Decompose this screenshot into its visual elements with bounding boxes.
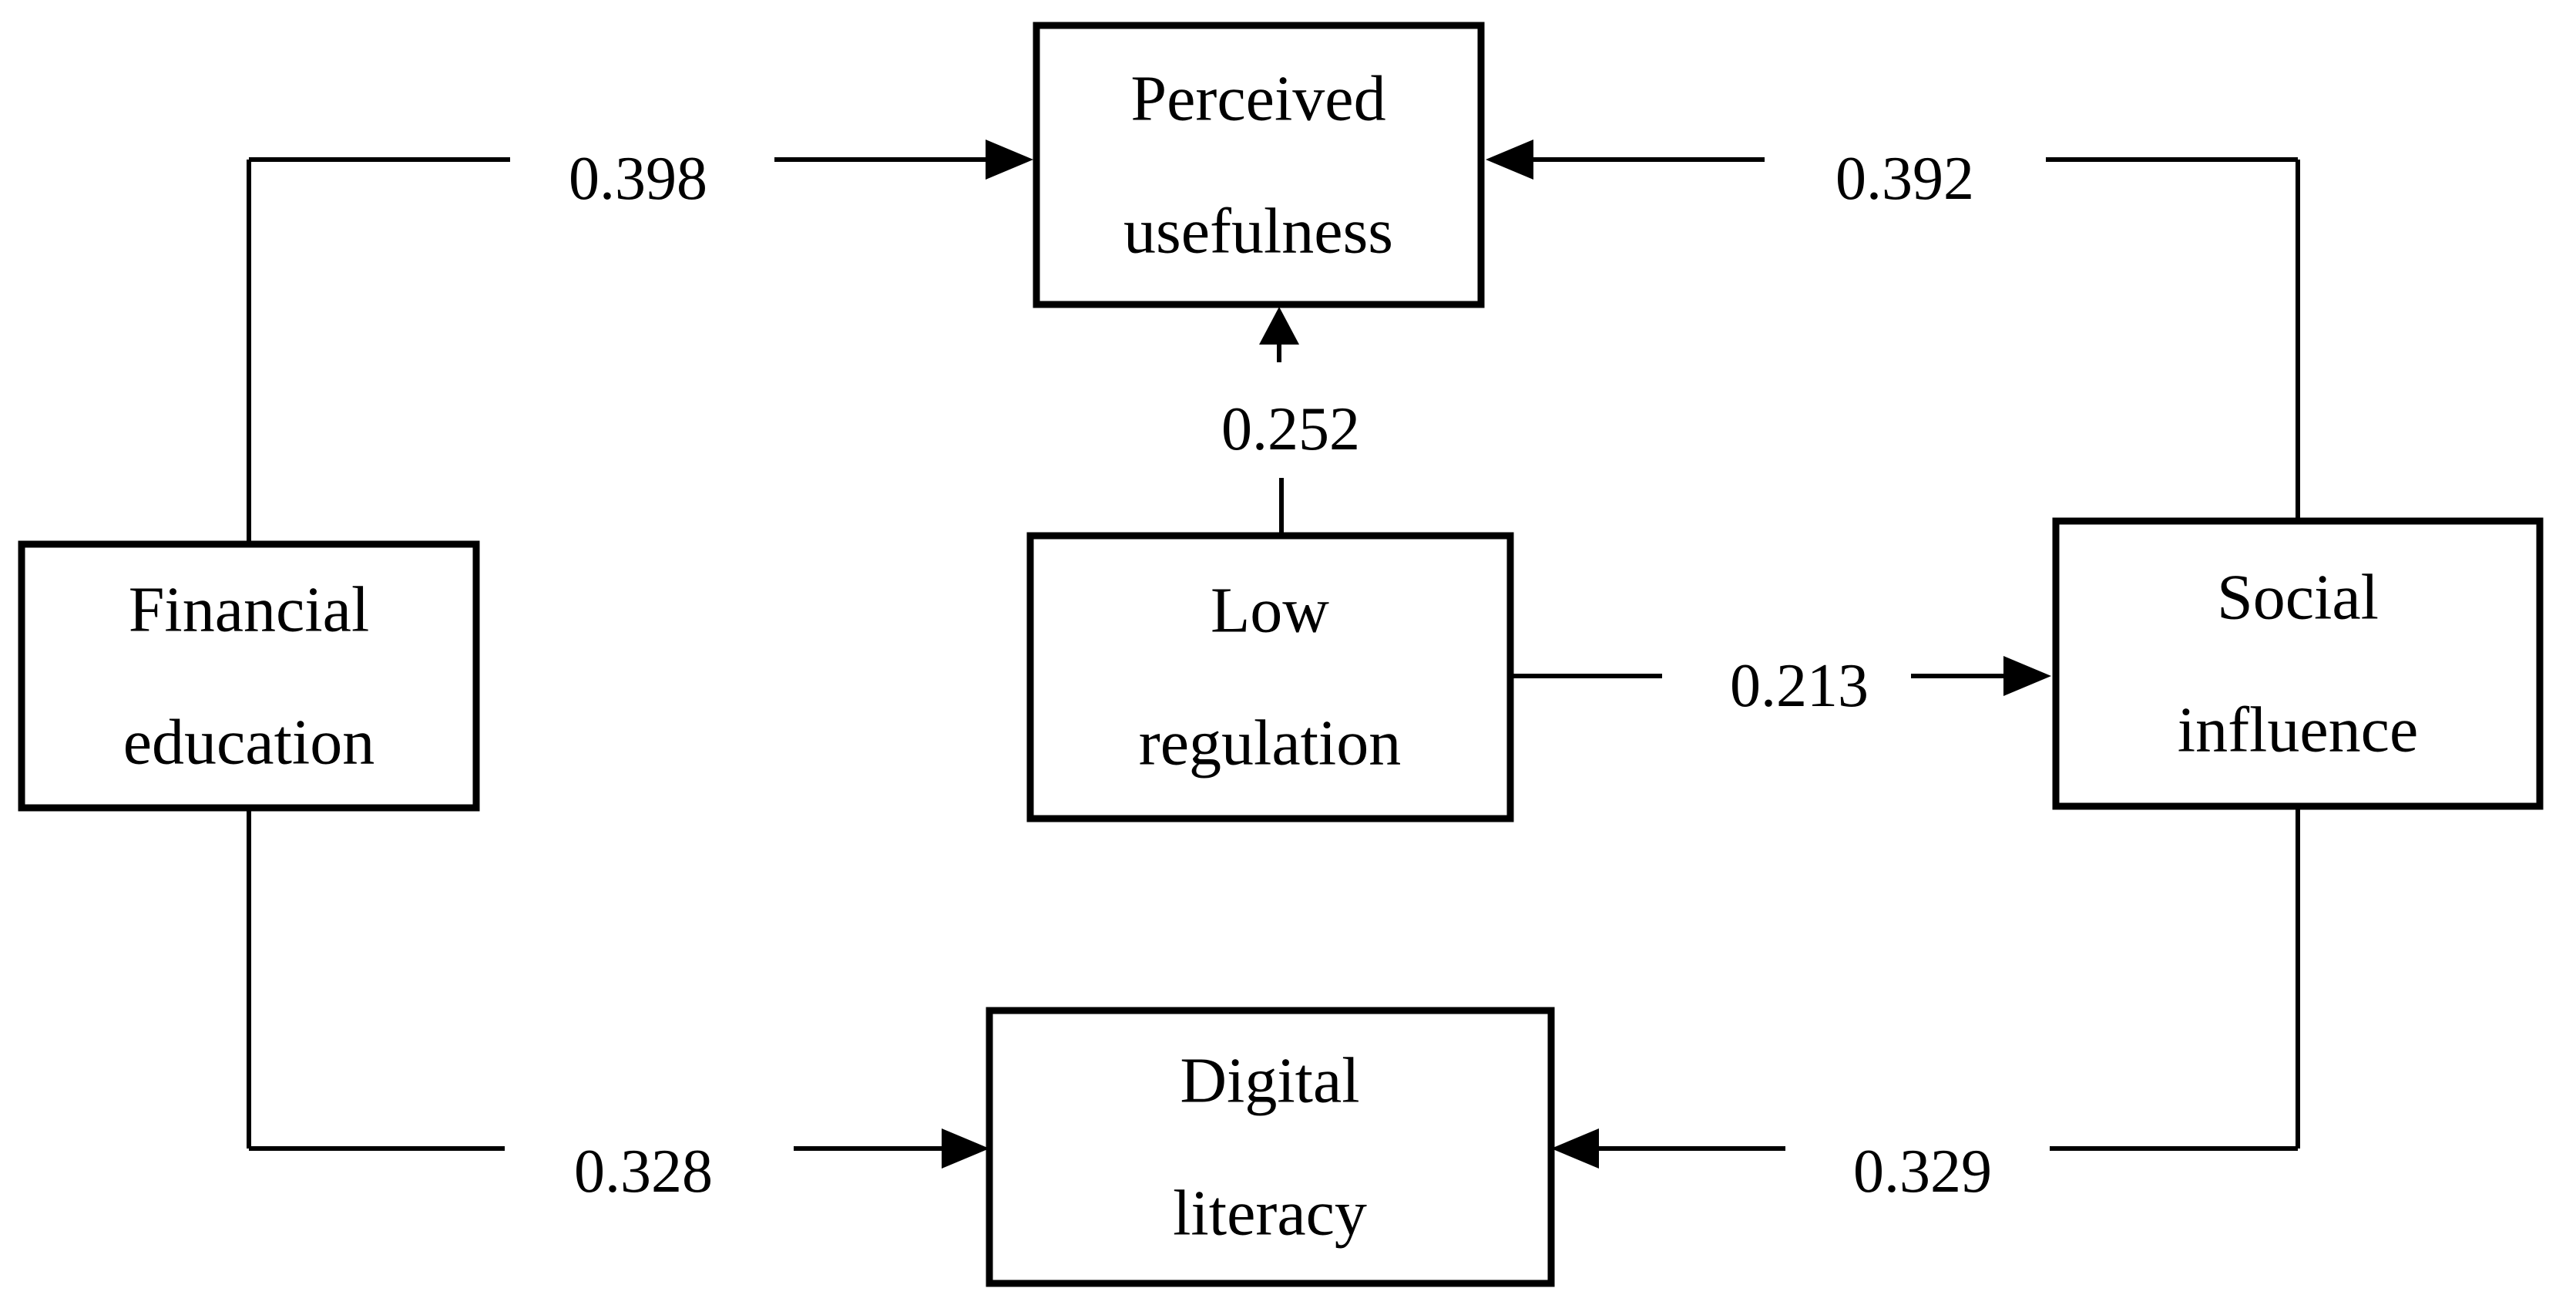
edge-low-regulation-to-perceived-usefulness: 0.252: [1221, 307, 1360, 537]
node-financial-education: Financial education: [18, 540, 480, 812]
node-label-line: Social: [2217, 562, 2379, 634]
node-label-line: usefulness: [1123, 196, 1393, 267]
path-coefficient-label: 0.329: [1853, 1138, 1992, 1206]
node-label-line: Digital: [1180, 1045, 1359, 1117]
node-social-influence: Social influence: [2052, 517, 2544, 810]
arrowhead-right-icon: [2003, 656, 2051, 696]
financial-education-box: [18, 540, 480, 812]
node-label-line: education: [123, 707, 375, 779]
digital-literacy-box: [986, 1007, 1555, 1287]
path-coefficient-label: 0.252: [1221, 395, 1360, 463]
arrowhead-right-icon: [986, 140, 1033, 180]
node-label-line: literacy: [1173, 1178, 1367, 1249]
node-low-regulation: Low regulation: [1026, 532, 1514, 822]
node-perceived-usefulness: Perceived usefulness: [1033, 22, 1485, 308]
edge-social-influence-to-perceived-usefulness: 0.392: [1486, 140, 2300, 521]
arrowhead-left-icon: [1551, 1128, 1599, 1169]
node-label-line: Financial: [129, 574, 370, 646]
arrowhead-left-icon: [1486, 140, 1533, 180]
edge-social-influence-to-digital-literacy: 0.329: [1551, 806, 2300, 1206]
node-digital-literacy: Digital literacy: [986, 1007, 1555, 1287]
node-label-line: Low: [1211, 575, 1329, 647]
path-coefficient-label: 0.328: [574, 1138, 713, 1206]
perceived-usefulness-box: [1033, 22, 1485, 308]
path-coefficient-label: 0.213: [1730, 652, 1869, 720]
path-coefficient-label: 0.398: [569, 145, 707, 213]
edge-financial-education-to-digital-literacy: 0.328: [247, 808, 989, 1206]
edge-low-regulation-to-social-influence: 0.213: [1510, 652, 2051, 720]
low-regulation-box: [1026, 532, 1514, 822]
edge-financial-education-to-perceived-usefulness: 0.398: [247, 140, 1033, 544]
arrowhead-right-icon: [942, 1128, 989, 1169]
social-influence-box: [2052, 517, 2544, 810]
node-label-line: Perceived: [1130, 63, 1385, 135]
arrowhead-up-icon: [1259, 307, 1299, 345]
path-coefficient-label: 0.392: [1835, 145, 1974, 213]
node-label-line: regulation: [1139, 708, 1402, 779]
node-label-line: influence: [2178, 694, 2419, 766]
